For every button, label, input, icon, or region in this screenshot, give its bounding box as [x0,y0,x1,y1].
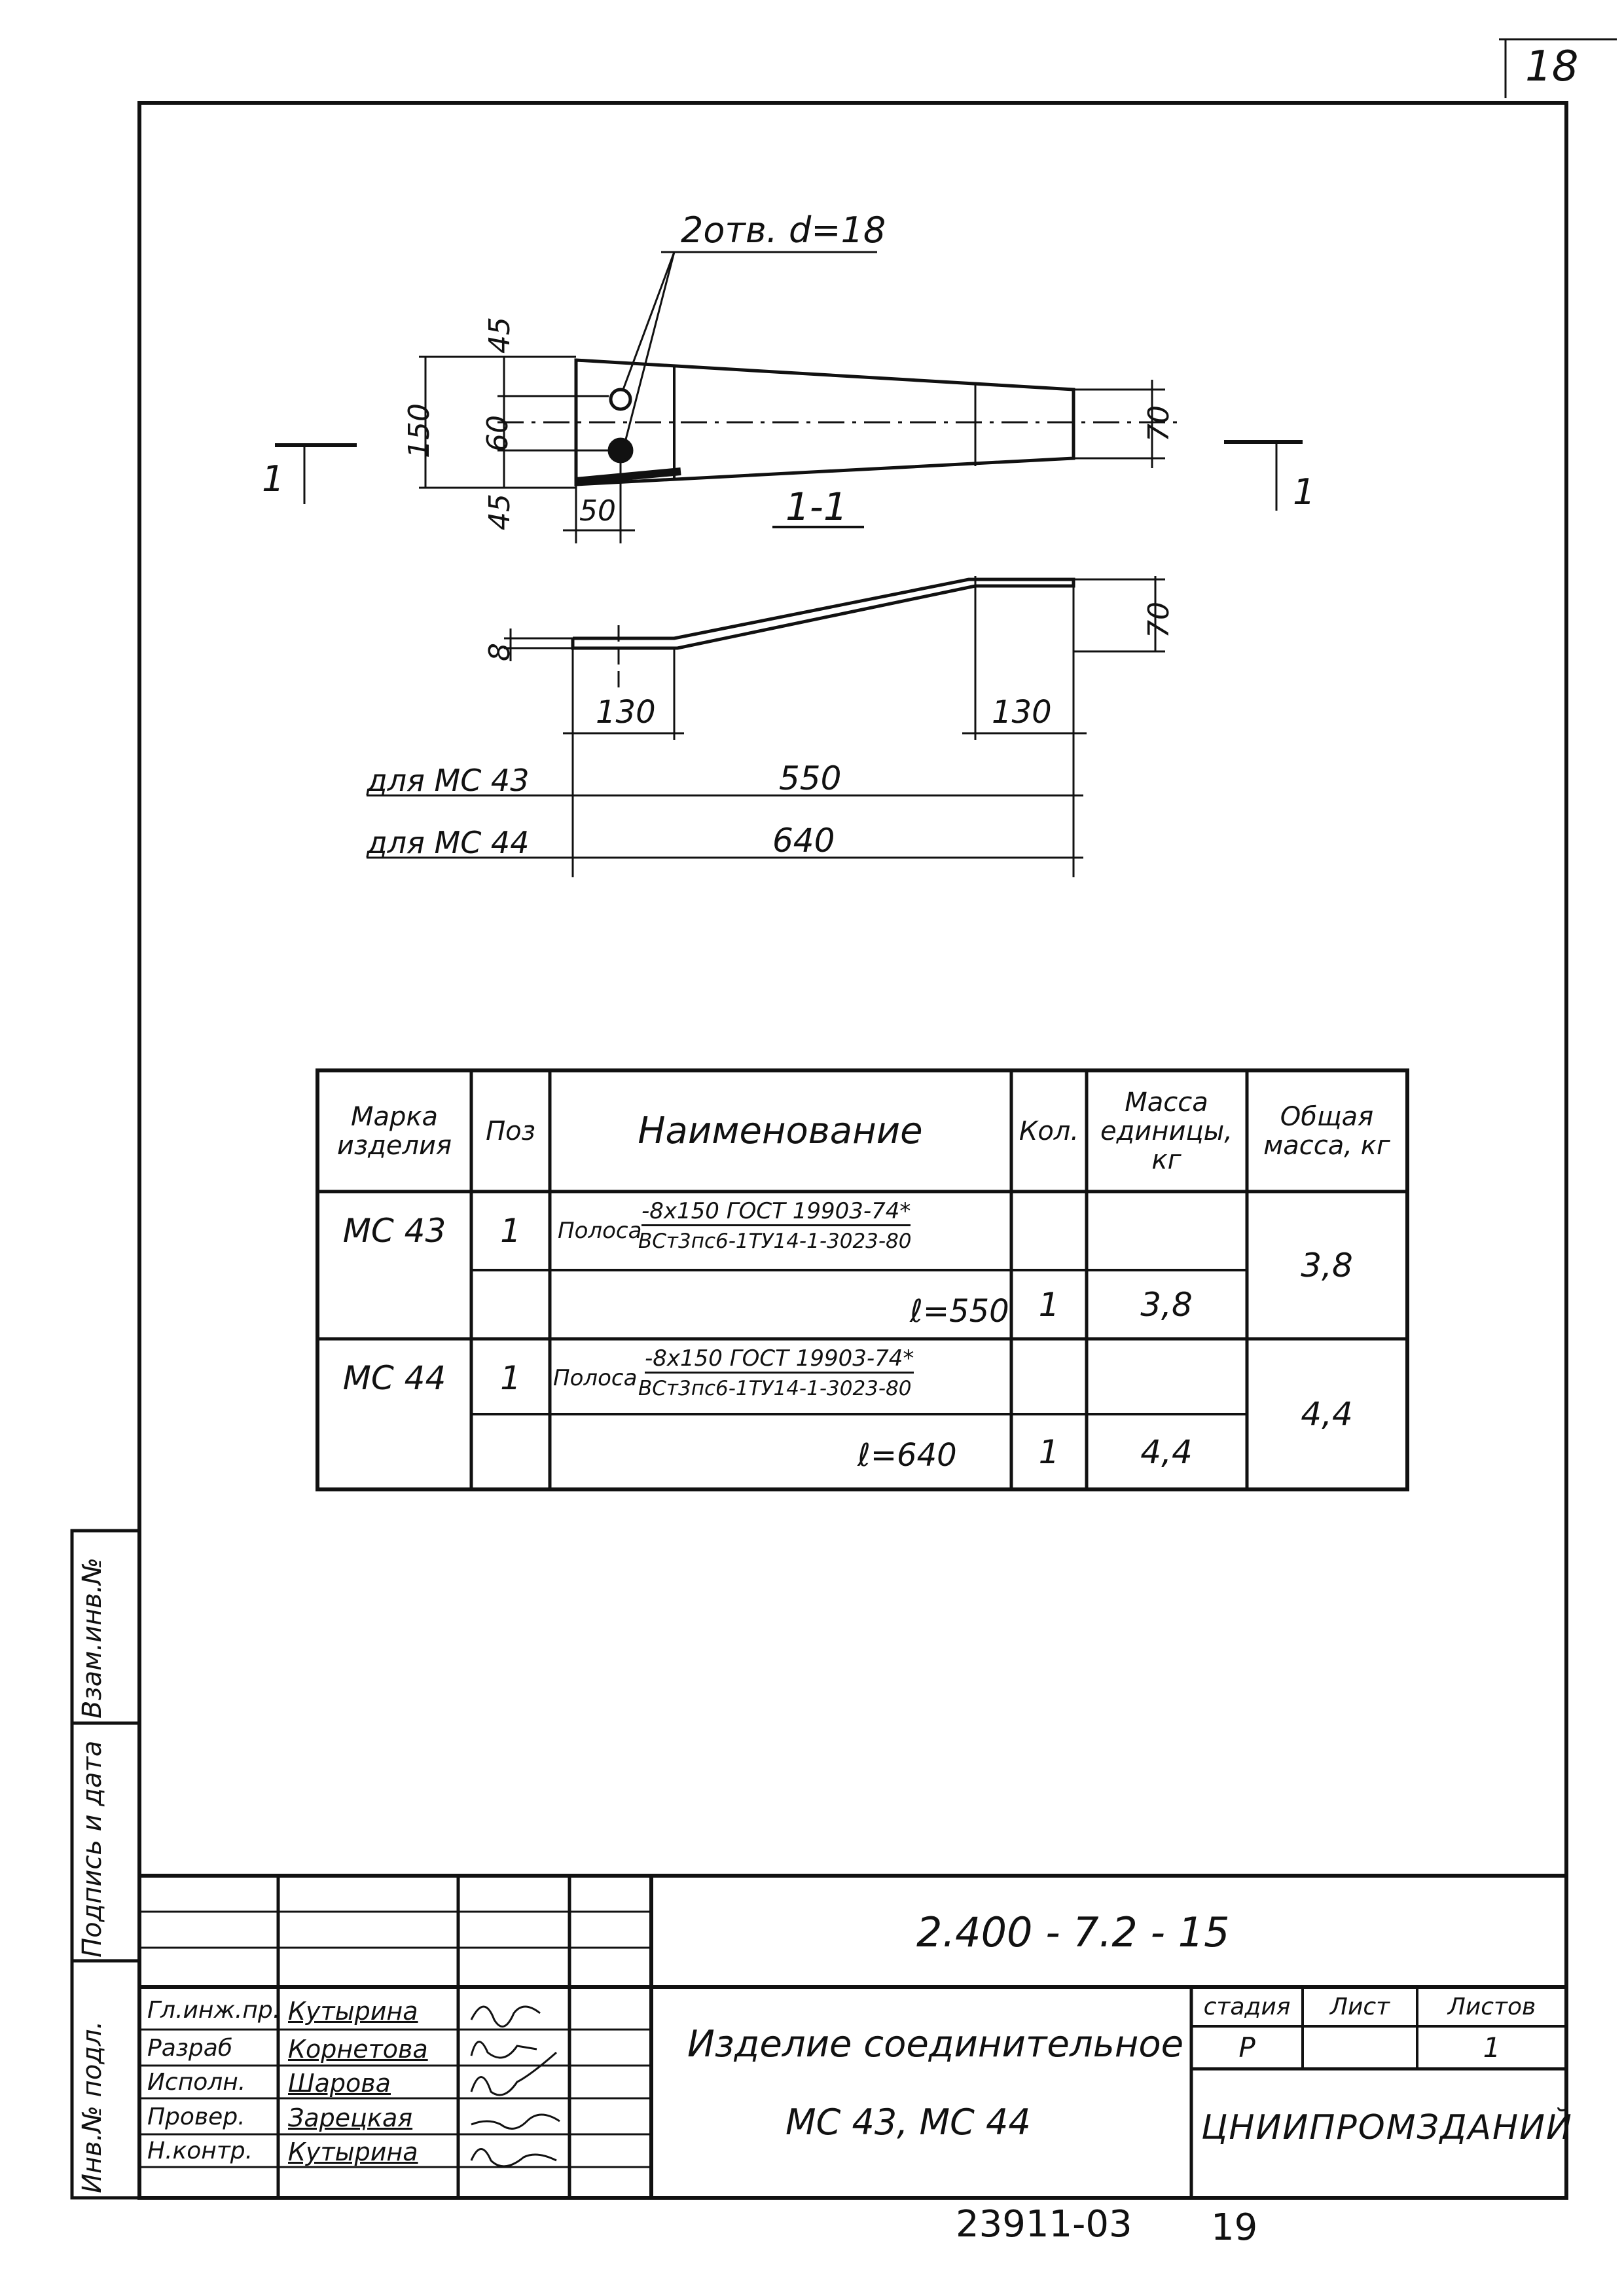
signature-marks [470,2005,560,2168]
row1-name-numerator: -8х150 ГОСТ 19903-74* [641,1198,911,1226]
dim-150: 150 [403,403,436,458]
role-executor: Исполн. [147,2069,246,2096]
length-label-mc44: для МС 44 [367,825,530,860]
sheets-value: 1 [1483,2031,1501,2064]
document-code: 2.400 - 7.2 - 15 [916,1908,1230,1956]
sheets-label: Листов [1447,1994,1536,2020]
header-name: Наименование [638,1110,923,1152]
row1-name-prefix: Полоса [558,1218,642,1244]
dim-70-plan: 70 [1142,405,1176,442]
name-3: Шарова [288,2069,391,2098]
row2-length: ℓ=640 [857,1437,957,1474]
dim-60: 60 [481,415,514,452]
dim-45-top: 45 [483,317,516,354]
row1-total-mass: 3,8 [1301,1246,1353,1285]
row2-name-denominator: ВСт3пс6-1ТУ14-1-3023-80 [638,1377,912,1400]
item-title: Изделие соединительное [687,2023,1184,2066]
section-mark-right: 1 [1293,471,1316,513]
section-label: 1-1 [785,484,848,529]
dim-130-right: 130 [992,694,1052,731]
row1-pos: 1 [500,1212,521,1250]
dim-130-left: 130 [596,694,656,731]
row1-unit-mass: 3,8 [1140,1285,1193,1324]
row2-qty: 1 [1038,1432,1060,1471]
dim-550: 550 [779,759,842,797]
name-5: Кутырина [288,2138,418,2166]
organization: ЦНИИПРОМЗДАНИЙ [1201,2108,1573,2147]
stage-value: Р [1238,2031,1255,2064]
dim-640: 640 [772,822,835,860]
stage-label: стадия [1203,1994,1291,2020]
name-1: Кутырина [288,1997,418,2026]
corner-sheet-number: 18 [1525,43,1579,91]
row2-name-prefix: Полоса [553,1365,638,1391]
holes-label: 2отв. d=18 [681,210,886,251]
role-norm-control: Н.контр. [147,2138,253,2164]
header-total-mass: Общая масса, кг [1263,1101,1390,1161]
row2-mark: МС 44 [342,1359,446,1397]
name-4: Зарецкая [288,2104,413,2132]
row2-total-mass: 4,4 [1301,1395,1353,1433]
length-label-mc43: для МС 43 [367,763,530,798]
role-checker: Провер. [147,2104,245,2130]
dim-8: 8 [483,643,516,661]
row2-pos: 1 [500,1359,521,1397]
header-mark: Марка изделия [336,1101,452,1161]
dim-45-bottom: 45 [483,494,516,530]
header-pos: Поз [486,1116,535,1146]
dim-50: 50 [579,494,616,528]
stamp-replacing-inv: Взам.инв.№ [77,1557,107,1719]
stamp-inv-original: Инв.№ подл. [77,2020,107,2193]
item-marks: МС 43, МС 44 [785,2102,1031,2143]
row1-name-denominator: ВСт3пс6-1ТУ14-1-3023-80 [638,1230,912,1253]
sheet-label: Лист [1329,1994,1390,2020]
row1-qty: 1 [1038,1285,1060,1324]
header-qty: Кол. [1019,1116,1079,1146]
row1-mark: МС 43 [342,1212,446,1250]
archive-number: 23911-03 [956,2203,1132,2246]
page-number: 19 [1211,2206,1258,2249]
row2-name-numerator: -8х150 ГОСТ 19903-74* [645,1345,914,1374]
dim-70-side: 70 [1142,602,1176,638]
stamp-signature-date: Подпись и дата [77,1740,107,1958]
name-2: Корнетова [288,2035,428,2064]
role-developer: Разраб [147,2035,233,2062]
role-chief-engineer: Гл.инж.пр. [147,1997,281,2024]
row2-unit-mass: 4,4 [1140,1432,1193,1471]
section-mark-left: 1 [262,458,285,500]
row1-length: ℓ=550 [910,1293,1009,1330]
header-unit-mass: Масса единицы, кг [1100,1087,1233,1175]
